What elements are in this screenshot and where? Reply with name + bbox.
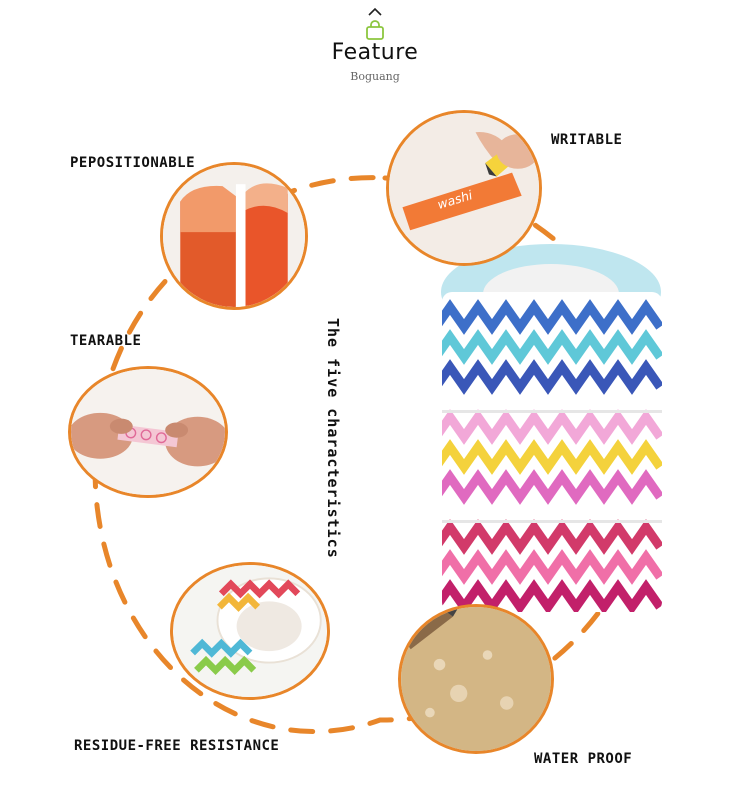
label-waterproof: WATER PROOF [534, 751, 633, 767]
product-image [441, 244, 662, 612]
page-subtitle: Boguang [350, 70, 400, 83]
residue-free-image [170, 562, 330, 700]
chevron-up-icon [368, 7, 382, 16]
header: Feature Boguang [0, 0, 750, 100]
five-characteristics-text: The five characteristics [324, 318, 342, 559]
label-tearable: TEARABLE [70, 333, 142, 349]
shopping-bag-icon [366, 20, 384, 40]
label-residue-free: RESIDUE-FREE RESISTANCE [74, 738, 280, 754]
waterproof-image [398, 604, 554, 754]
page-title: Feature [331, 40, 419, 65]
label-repositionable: PEPOSITIONABLE [70, 155, 196, 171]
repositionable-image [160, 162, 308, 310]
tearable-image [68, 366, 228, 498]
writable-image: washi [386, 110, 542, 266]
label-writable: WRITABLE [551, 132, 623, 148]
